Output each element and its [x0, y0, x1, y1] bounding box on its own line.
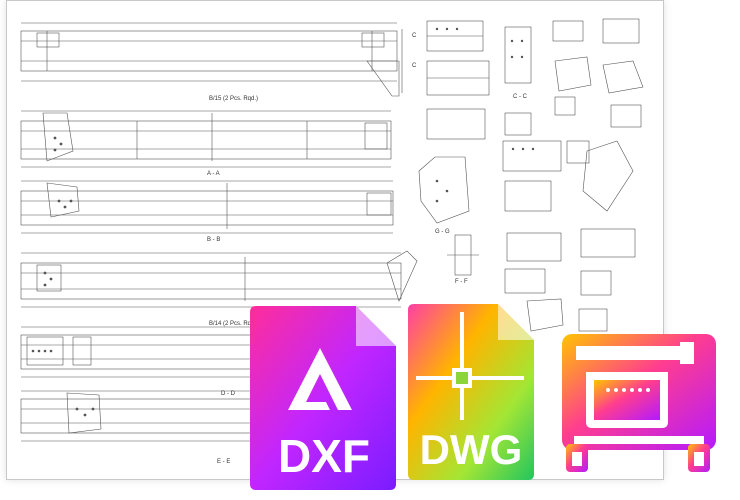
dxf-file-icon[interactable]: DXF [248, 302, 400, 492]
dwg-label: DWG [420, 426, 523, 473]
autodesk-logo-icon [288, 348, 352, 410]
dxf-label: DXF [278, 430, 370, 482]
beam-section-e-e [20, 390, 258, 442]
plotter-icon[interactable] [560, 332, 720, 478]
label-d-d: D - D [221, 391, 236, 397]
beam-section-b-b [20, 180, 394, 234]
beam-elevation-b14 [20, 250, 418, 308]
dwg-file-icon[interactable]: DWG [406, 302, 536, 482]
detail-parts-column [526, 18, 644, 332]
label-b15: B/15 (2 Pcs. Rqd.) [209, 96, 258, 102]
beam-section-d-d [20, 326, 258, 378]
label-f-f: F - F [455, 279, 468, 285]
marker-c-top: C [412, 33, 417, 39]
marker-c-bottom: C [412, 63, 417, 69]
label-a-a: A - A [207, 171, 220, 177]
label-b14: B/14 (2 Pcs. Rqd.) [209, 321, 258, 327]
drafting-grid-icon [416, 312, 524, 420]
beam-elevation-b15 [20, 22, 403, 97]
label-c-c: C - C [513, 94, 528, 100]
label-e-e: E - E [217, 459, 230, 465]
label-b-b: B - B [207, 237, 220, 243]
detail-plates-column [418, 20, 562, 294]
beam-section-a-a [20, 110, 392, 168]
label-g-g: G - G [435, 229, 450, 235]
cad-drawing: B/15 (2 Pcs. Rqd.) A - A B - B B/14 (2 P… [20, 18, 644, 465]
